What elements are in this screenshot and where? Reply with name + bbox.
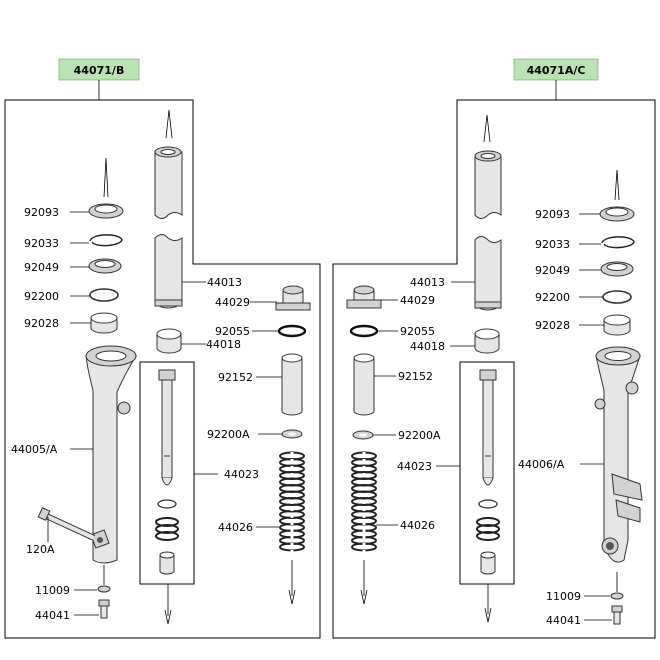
left-damper-rod-icon[interactable] [158, 369, 176, 486]
left-circlip-icon[interactable] [89, 234, 123, 247]
label-right-92033: 92033 [535, 238, 570, 251]
right-oil-seal-icon[interactable] [599, 206, 635, 222]
left-inner-tube-icon[interactable] [154, 146, 183, 309]
label-right-92055: 92055 [400, 325, 435, 338]
label-right-92200a: 92200A [398, 429, 441, 442]
label-right-92200: 92200 [535, 291, 570, 304]
left-piece-icon[interactable] [159, 551, 175, 575]
left-seal-arrow [103, 157, 109, 198]
right-short-spring-icon[interactable] [476, 517, 500, 541]
right-fork-spring-icon[interactable] [351, 451, 377, 556]
right-damper-rod-icon[interactable] [479, 369, 497, 486]
label-left-92200a: 92200A [207, 428, 250, 441]
label-left-44029: 44029 [215, 296, 250, 309]
label-left-44005: 44005/A [11, 443, 58, 456]
right-drain-bolt-icon[interactable] [611, 605, 623, 625]
label-left-92152: 92152 [218, 371, 253, 384]
label-left-92049: 92049 [24, 261, 59, 274]
label-right-92049: 92049 [535, 264, 570, 277]
left-spring-arrow [288, 560, 296, 605]
left-bolt-120a-icon[interactable] [37, 507, 96, 541]
label-left-92093: 92093 [24, 206, 59, 219]
left-short-spring-icon[interactable] [155, 517, 179, 541]
right-inner-tube-icon[interactable] [474, 150, 502, 311]
badge-right-label: 44071A/C [527, 64, 586, 77]
frame-right [332, 99, 656, 639]
label-left-92033: 92033 [24, 237, 59, 250]
left-gasket-icon[interactable] [97, 565, 111, 593]
left-washer-icon[interactable] [89, 288, 119, 302]
label-right-44006: 44006/A [518, 458, 565, 471]
right-assembly: 44013 44018 44029 92055 92152 [346, 114, 643, 627]
left-guide-bush-icon[interactable] [156, 328, 182, 354]
right-washer-a-icon[interactable] [352, 430, 374, 440]
left-washer-a-icon[interactable] [281, 429, 303, 439]
right-small-washer-icon[interactable] [478, 499, 498, 509]
left-tube-arrow [165, 109, 173, 139]
right-oring-icon[interactable] [349, 324, 379, 338]
label-right-11009: 11009 [546, 590, 581, 603]
right-circlip-icon[interactable] [601, 236, 635, 249]
left-fork-cap-icon[interactable] [275, 285, 311, 311]
frame-left [4, 99, 321, 639]
left-bush-icon[interactable] [90, 312, 118, 334]
assembly-badge-left[interactable]: 44071/B [58, 58, 140, 81]
right-washer-icon[interactable] [602, 290, 632, 304]
label-left-44018: 44018 [206, 338, 241, 351]
label-right-44023: 44023 [397, 460, 432, 473]
label-right-44018: 44018 [410, 340, 445, 353]
left-assembly: 92093 92033 92049 92200 92028 [11, 109, 311, 625]
right-cylinder-box [459, 361, 515, 585]
label-left-120a: 120A [26, 543, 55, 556]
label-left-92028: 92028 [24, 317, 59, 330]
label-right-92093: 92093 [535, 208, 570, 221]
right-gasket-icon[interactable] [610, 572, 624, 600]
left-oring-icon[interactable] [277, 324, 307, 338]
right-fork-cap-icon[interactable] [346, 285, 382, 309]
left-outer-tube-icon[interactable] [85, 345, 137, 564]
label-right-44013: 44013 [410, 276, 445, 289]
label-left-11009: 11009 [35, 584, 70, 597]
left-seal-92049-icon[interactable] [88, 258, 122, 274]
right-guide-bush-icon[interactable] [474, 328, 500, 354]
left-spacer-pipe-icon[interactable] [281, 353, 303, 416]
right-spring-arrow [360, 560, 368, 605]
right-bottom-arrow [484, 584, 492, 623]
left-cylinder-box [139, 361, 195, 585]
label-left-44026: 44026 [218, 521, 253, 534]
left-bottom-arrow [164, 584, 172, 625]
left-drain-bolt-icon[interactable] [98, 599, 110, 619]
label-left-92200: 92200 [24, 290, 59, 303]
badge-left-label: 44071/B [74, 64, 125, 77]
left-small-washer-icon[interactable] [157, 499, 177, 509]
label-left-44041: 44041 [35, 609, 70, 622]
right-outer-tube-icon[interactable] [594, 346, 643, 563]
right-seal-arrow [614, 169, 620, 201]
label-left-92055: 92055 [215, 325, 250, 338]
right-piece-icon[interactable] [480, 551, 496, 575]
left-oil-seal-icon[interactable] [88, 203, 124, 219]
label-left-44023: 44023 [224, 468, 259, 481]
right-tube-arrow [483, 114, 491, 143]
left-fork-spring-icon[interactable] [279, 451, 305, 556]
label-right-44026: 44026 [400, 519, 435, 532]
label-right-92152: 92152 [398, 370, 433, 383]
label-right-92028: 92028 [535, 319, 570, 332]
label-right-44041: 44041 [546, 614, 581, 627]
right-seal-92049-icon[interactable] [600, 261, 634, 277]
right-spacer-pipe-icon[interactable] [353, 353, 375, 416]
label-left-44013: 44013 [207, 276, 242, 289]
label-right-44029: 44029 [400, 294, 435, 307]
assembly-badge-right[interactable]: 44071A/C [513, 58, 599, 81]
right-bush-icon[interactable] [603, 314, 631, 336]
